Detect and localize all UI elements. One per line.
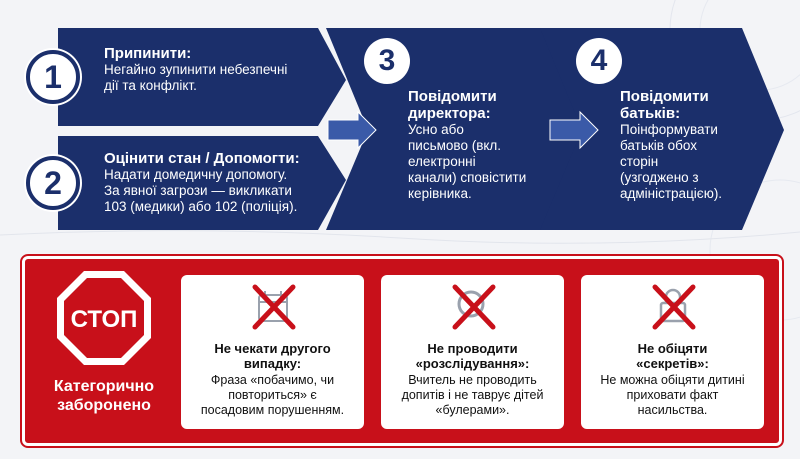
prohibition-1-body: Фраза «побачимо, чи повториться» є посад…	[200, 373, 345, 417]
prohibition-3-title: Не обіцяти «секретів»:	[636, 341, 709, 371]
step-1-banner	[58, 28, 346, 126]
step-3-text: Повідомити директора: Усно або письмово …	[408, 88, 558, 202]
stop-caption: Категорично заборонено	[53, 378, 155, 414]
step-2-text: Оцінити стан / Допомогти: Надати домедич…	[104, 150, 334, 215]
prohibition-1-title: Не чекати другого випадку:	[214, 341, 331, 371]
prohibitions-panel: СТОП Категорично заборонено Не чекати др…	[20, 254, 784, 448]
step-1-text: Припинити: Негайно зупинити небезпечні д…	[104, 45, 324, 94]
step-4-title: Повідомити батьків:	[620, 88, 709, 122]
arrow-to-step-3	[327, 110, 377, 150]
step-1-title: Припинити:	[104, 45, 192, 62]
crossed-magnifier-icon	[452, 284, 496, 330]
step-3-number: 3	[364, 38, 410, 84]
step-1-body: Негайно зупинити небезпечні дії та конфл…	[104, 62, 288, 93]
step-3-body: Усно або письмово (вкл. електронні канал…	[408, 122, 527, 201]
step-4-text: Повідомити батьків: Поінформувати батькі…	[620, 88, 760, 202]
step-2-banner	[58, 136, 346, 230]
prohibition-card-2: Не проводити «розслідування»: Вчитель не…	[381, 275, 564, 429]
step-1-number: 1	[26, 50, 80, 104]
step-2-title: Оцінити стан / Допомогти:	[104, 150, 300, 167]
step-4-number: 4	[576, 38, 622, 84]
prohibition-card-3: Не обіцяти «секретів»: Не можна обіцяти …	[581, 275, 764, 429]
prohibition-card-1: Не чекати другого випадку: Фраза «побачи…	[181, 275, 364, 429]
step-3-title: Повідомити директора:	[408, 88, 497, 122]
crossed-calendar-icon	[252, 284, 296, 330]
arrow-to-step-4	[549, 110, 599, 150]
prohibition-2-title: Не проводити «розслідування»:	[415, 341, 530, 371]
stop-sign-icon: СТОП	[57, 271, 151, 365]
prohibition-2-body: Вчитель не проводить допитів і не таврує…	[401, 373, 544, 417]
crossed-lock-icon	[652, 284, 696, 330]
step-2-number: 2	[26, 156, 80, 210]
prohibition-3-body: Не можна обіцяти дитині приховати факт н…	[600, 373, 745, 417]
step-4-body: Поінформувати батьків обох сторін (узгод…	[620, 122, 723, 201]
stop-sign-label: СТОП	[71, 306, 138, 333]
step-2-body: Надати домедичну допомогу. За явної загр…	[104, 167, 298, 214]
